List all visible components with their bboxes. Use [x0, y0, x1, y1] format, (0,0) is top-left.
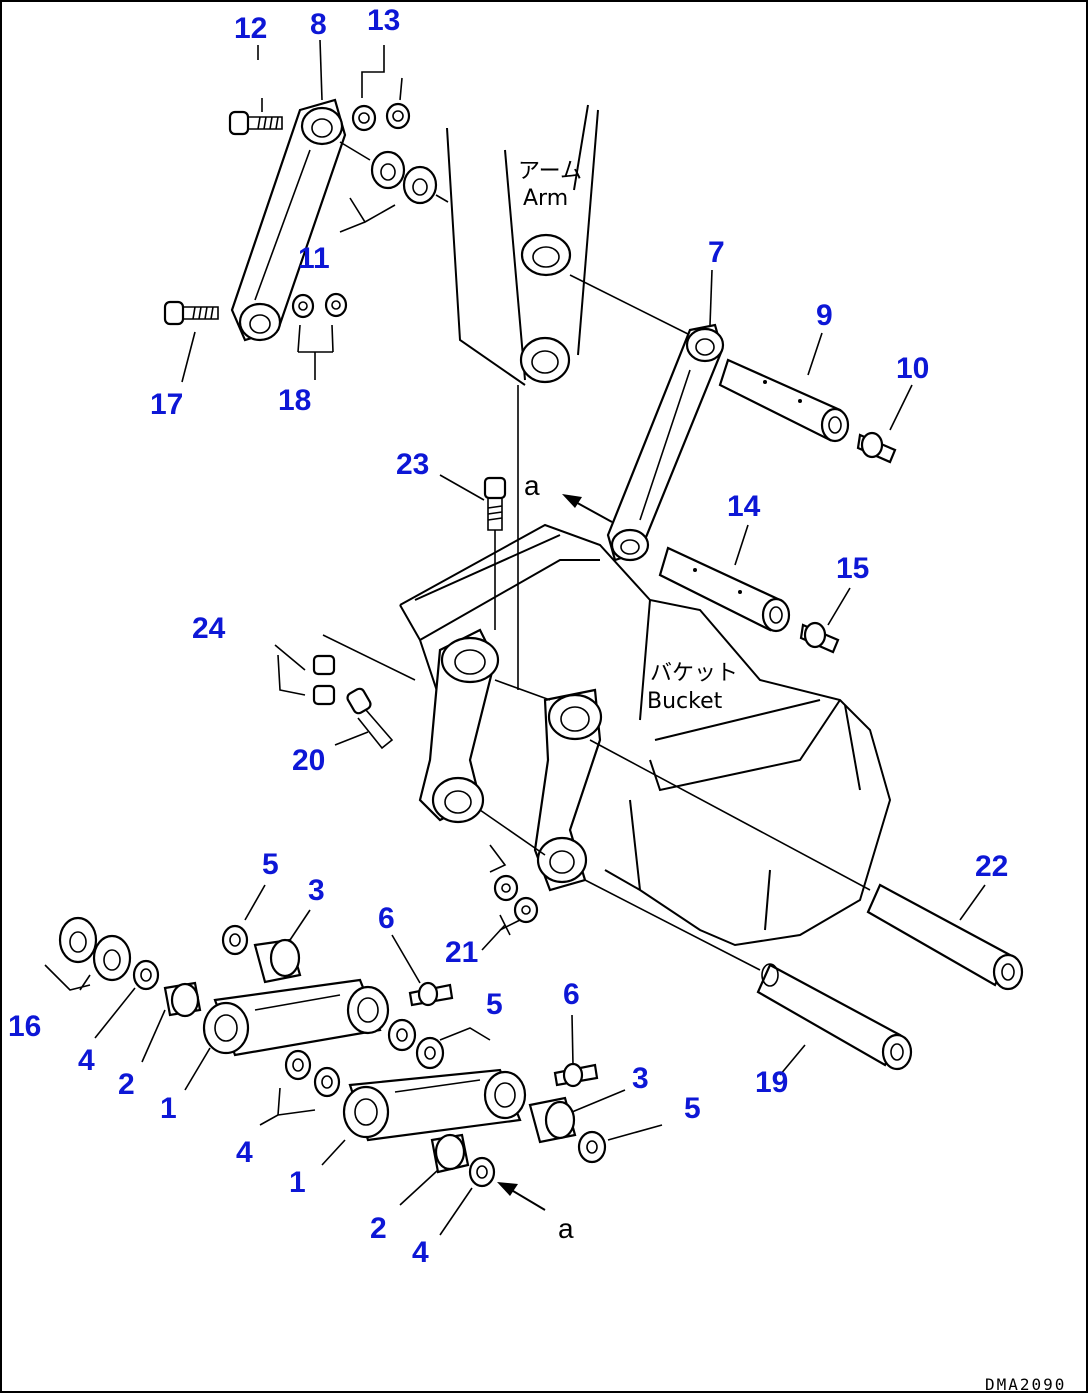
bucket-label-jp: バケット [650, 661, 738, 686]
arm-drawing [446, 104, 691, 690]
callout-13: 13 [367, 4, 400, 37]
part-18-nuts [291, 292, 348, 319]
callout-9: 9 [816, 299, 833, 332]
arm-label-jp: アーム [518, 159, 582, 184]
callout-3-b: 3 [632, 1062, 649, 1095]
part-16-shims [58, 916, 132, 982]
reference-a-top: a [524, 470, 540, 501]
callout-1-b: 1 [289, 1166, 306, 1199]
part-3-bushing-b [528, 1096, 577, 1144]
leader-lines [44, 39, 986, 1236]
callout-2-b: 2 [370, 1212, 387, 1245]
callout-14: 14 [727, 490, 761, 523]
callout-20: 20 [292, 744, 325, 777]
part-9-pin [718, 358, 850, 443]
drawing-code: DMA2090 [985, 1375, 1066, 1394]
callout-24: 24 [192, 612, 226, 645]
callout-5-b: 5 [486, 988, 503, 1021]
arrow-to-a [562, 494, 613, 523]
reference-a-bottom: a [558, 1213, 574, 1244]
part-13-nuts [351, 102, 411, 132]
part-1-link-upper [202, 978, 390, 1057]
callout-17: 17 [150, 388, 183, 421]
bucket-label-en: Bucket [647, 689, 723, 714]
callout-11: 11 [298, 242, 330, 275]
callout-7: 7 [708, 236, 725, 269]
part-17-bolt [163, 300, 219, 326]
callout-15: 15 [836, 552, 869, 585]
callout-8: 8 [310, 8, 327, 41]
part-5-seal-a [221, 924, 249, 956]
part-5-seal-c [577, 1130, 607, 1164]
callout-1-a: 1 [160, 1092, 177, 1125]
part-2-bushing-b [430, 1133, 470, 1174]
part-4-seals-b [284, 1049, 341, 1098]
part-22-pin [866, 883, 1024, 991]
callout-6-a: 6 [378, 902, 395, 935]
part-7-link [606, 323, 725, 562]
part-4-seal-c [468, 1156, 496, 1188]
part-2-bushing-a [163, 981, 202, 1018]
part-8-link [230, 98, 347, 342]
callout-18: 18 [278, 384, 311, 417]
part-15-fitting [799, 621, 840, 654]
part-10-fitting [856, 431, 897, 464]
part-6-fitting-b [553, 1062, 599, 1088]
callout-2-a: 2 [118, 1068, 135, 1101]
callout-16: 16 [8, 1010, 41, 1043]
callout-22: 22 [975, 850, 1008, 883]
part-5-seals-b [387, 1018, 445, 1070]
callout-21: 21 [445, 936, 478, 969]
part-21-nuts [493, 874, 539, 924]
part-14-pin [658, 546, 791, 633]
part-12-bolt [228, 110, 283, 136]
callout-10: 10 [896, 352, 929, 385]
part-4-seal-a [132, 959, 160, 991]
callout-5-a: 5 [262, 848, 279, 881]
part-3-bushing-a [253, 938, 302, 984]
callout-4-b: 4 [236, 1136, 253, 1169]
bucket-drawing [399, 523, 892, 971]
arm-label-en: Arm [523, 186, 568, 211]
part-6-fitting-a [408, 981, 454, 1007]
part-1-link-lower [342, 1068, 527, 1142]
part-24-nuts [312, 634, 416, 706]
part-11-shims [339, 141, 449, 205]
callout-4-c: 4 [412, 1236, 429, 1269]
callout-5-c: 5 [684, 1092, 701, 1125]
callout-6-b: 6 [563, 978, 580, 1011]
callout-12: 12 [234, 12, 267, 45]
part-20-bolt [346, 687, 394, 750]
callout-4-a: 4 [78, 1044, 95, 1077]
arrow-bottom-a [497, 1182, 546, 1211]
part-19-pin [756, 963, 913, 1071]
callout-3-a: 3 [308, 874, 325, 907]
part-23-bolt [483, 476, 507, 630]
callout-19: 19 [755, 1066, 788, 1099]
callout-23: 23 [396, 448, 429, 481]
